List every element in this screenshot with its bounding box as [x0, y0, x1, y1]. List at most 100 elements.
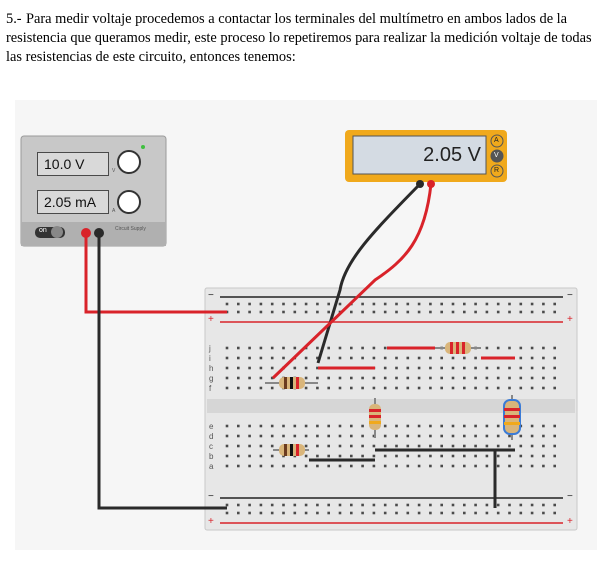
breadboard-hole[interactable] — [372, 503, 376, 507]
breadboard-hole[interactable] — [259, 444, 263, 448]
breadboard-hole[interactable] — [429, 511, 432, 515]
breadboard-hole[interactable] — [270, 356, 274, 360]
breadboard-hole[interactable] — [485, 424, 489, 428]
breadboard-hole[interactable] — [553, 346, 556, 350]
resistor-4[interactable] — [503, 395, 521, 440]
breadboard-hole[interactable] — [474, 376, 477, 380]
breadboard-hole[interactable] — [530, 346, 534, 350]
breadboard-hole[interactable] — [496, 376, 500, 380]
breadboard-hole[interactable] — [451, 511, 455, 515]
mode-v-button[interactable] — [490, 149, 504, 163]
breadboard-hole[interactable] — [270, 434, 274, 438]
breadboard-hole[interactable] — [270, 346, 274, 350]
breadboard-hole[interactable] — [361, 511, 364, 515]
breadboard-hole[interactable] — [327, 302, 330, 306]
breadboard-hole[interactable] — [429, 310, 432, 314]
breadboard-hole[interactable] — [542, 302, 545, 306]
breadboard-hole[interactable] — [530, 302, 534, 306]
breadboard-hole[interactable] — [553, 434, 556, 438]
breadboard-hole[interactable] — [395, 503, 398, 507]
breadboard-hole[interactable] — [259, 366, 263, 370]
resistor-2[interactable] — [435, 342, 481, 354]
breadboard-hole[interactable] — [237, 511, 240, 515]
breadboard-hole[interactable] — [429, 464, 432, 468]
breadboard-hole[interactable] — [225, 376, 229, 380]
breadboard-hole[interactable] — [542, 346, 545, 350]
breadboard-hole[interactable] — [383, 464, 387, 468]
breadboard-hole[interactable] — [553, 310, 556, 314]
breadboard-hole[interactable] — [383, 346, 387, 350]
breadboard-hole[interactable] — [270, 302, 274, 306]
breadboard-hole[interactable] — [316, 454, 319, 458]
breadboard-hole[interactable] — [406, 366, 410, 370]
breadboard-hole[interactable] — [237, 356, 240, 360]
mode-r-button[interactable] — [490, 164, 504, 178]
breadboard-hole[interactable] — [542, 386, 545, 390]
breadboard-hole[interactable] — [237, 366, 240, 370]
breadboard-hole[interactable] — [429, 454, 432, 458]
breadboard-hole[interactable] — [270, 454, 274, 458]
breadboard-hole[interactable] — [338, 356, 342, 360]
breadboard-hole[interactable] — [519, 386, 523, 390]
breadboard-hole[interactable] — [316, 503, 319, 507]
breadboard-hole[interactable] — [225, 444, 229, 448]
breadboard-hole[interactable] — [406, 434, 410, 438]
breadboard-hole[interactable] — [440, 386, 443, 390]
breadboard-hole[interactable] — [395, 302, 398, 306]
breadboard-hole[interactable] — [372, 454, 376, 458]
breadboard-hole[interactable] — [395, 366, 398, 370]
breadboard-hole[interactable] — [496, 434, 500, 438]
breadboard-hole[interactable] — [350, 464, 353, 468]
breadboard-hole[interactable] — [327, 356, 330, 360]
breadboard-hole[interactable] — [248, 310, 251, 314]
breadboard-hole[interactable] — [350, 434, 353, 438]
breadboard-hole[interactable] — [316, 434, 319, 438]
breadboard-hole[interactable] — [553, 444, 556, 448]
breadboard-hole[interactable] — [270, 503, 274, 507]
breadboard-hole[interactable] — [463, 464, 466, 468]
breadboard-hole[interactable] — [395, 310, 398, 314]
breadboard-hole[interactable] — [237, 464, 240, 468]
breadboard-hole[interactable] — [338, 434, 342, 438]
breadboard-hole[interactable] — [519, 434, 523, 438]
breadboard-hole[interactable] — [338, 444, 342, 448]
breadboard-hole[interactable] — [372, 376, 376, 380]
breadboard-hole[interactable] — [383, 424, 387, 428]
breadboard-hole[interactable] — [519, 511, 523, 515]
breadboard-hole[interactable] — [293, 310, 297, 314]
breadboard-hole[interactable] — [553, 464, 556, 468]
breadboard-hole[interactable] — [248, 434, 251, 438]
breadboard-hole[interactable] — [270, 511, 274, 515]
breadboard-hole[interactable] — [282, 503, 285, 507]
breadboard-hole[interactable] — [225, 424, 229, 428]
breadboard-hole[interactable] — [474, 302, 477, 306]
breadboard-hole[interactable] — [530, 444, 534, 448]
breadboard-hole[interactable] — [463, 310, 466, 314]
breadboard-hole[interactable] — [383, 444, 387, 448]
breadboard-hole[interactable] — [259, 511, 263, 515]
breadboard-hole[interactable] — [474, 444, 477, 448]
breadboard-hole[interactable] — [237, 386, 240, 390]
breadboard-hole[interactable] — [304, 454, 308, 458]
breadboard-hole[interactable] — [542, 464, 545, 468]
breadboard-hole[interactable] — [496, 503, 500, 507]
breadboard-hole[interactable] — [508, 310, 511, 314]
circuit-simulation-canvas[interactable]: 10.0 V 2.05 mA on Circuit Supply V A 2.0… — [15, 100, 597, 550]
breadboard-hole[interactable] — [440, 434, 443, 438]
breadboard-hole[interactable] — [417, 464, 421, 468]
breadboard-hole[interactable] — [304, 302, 308, 306]
breadboard-hole[interactable] — [293, 511, 297, 515]
breadboard-hole[interactable] — [248, 376, 251, 380]
breadboard-hole[interactable] — [316, 464, 319, 468]
breadboard-hole[interactable] — [372, 511, 376, 515]
breadboard-hole[interactable] — [530, 424, 534, 428]
breadboard-hole[interactable] — [451, 376, 455, 380]
breadboard-hole[interactable] — [406, 424, 410, 428]
breadboard-hole[interactable] — [519, 346, 523, 350]
breadboard-hole[interactable] — [248, 464, 251, 468]
breadboard-hole[interactable] — [338, 302, 342, 306]
breadboard-hole[interactable] — [519, 503, 523, 507]
breadboard-hole[interactable] — [338, 464, 342, 468]
breadboard-hole[interactable] — [417, 503, 421, 507]
breadboard-hole[interactable] — [417, 424, 421, 428]
